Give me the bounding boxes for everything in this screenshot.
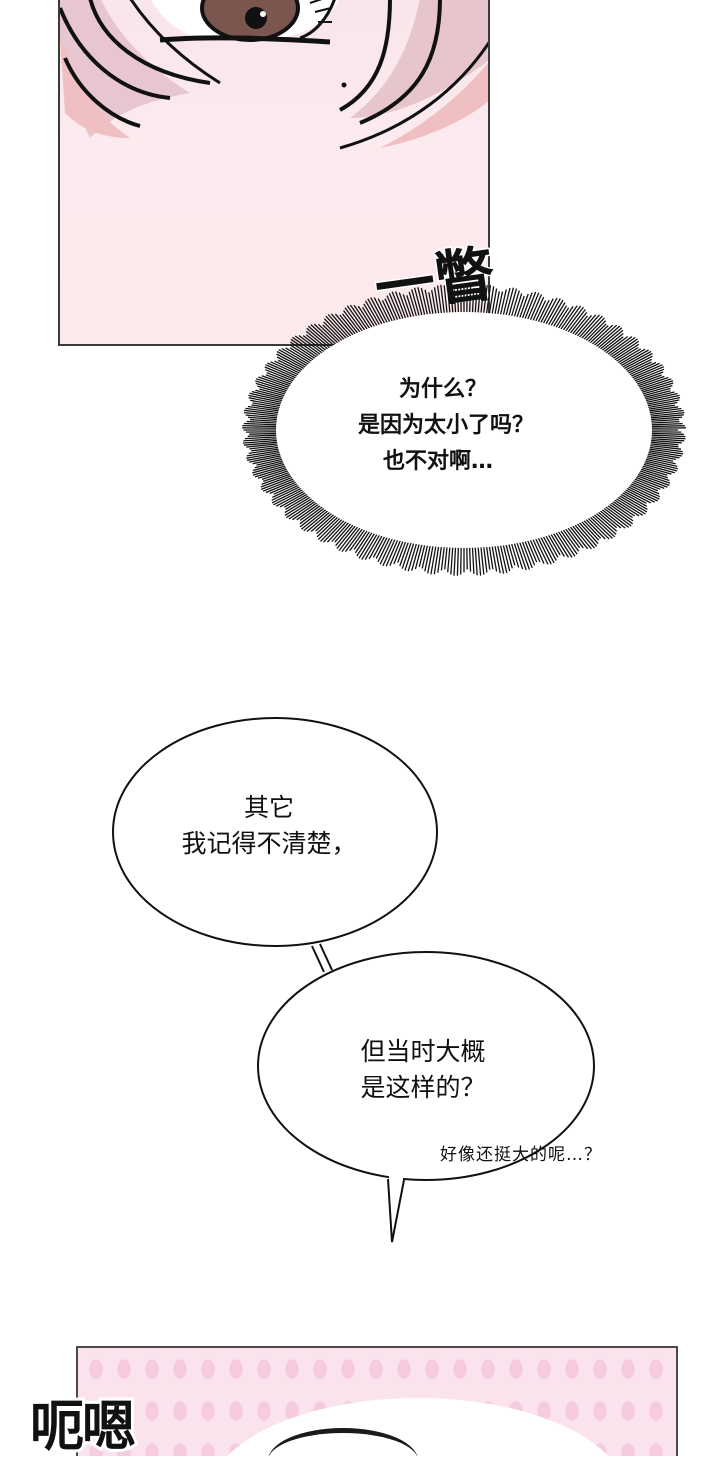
panel-eye-closeup [58,0,490,346]
speech-bubble-1 [112,717,438,947]
speech-bubble-2 [257,951,595,1243]
sfx-bottom: 呃嗯 [27,1395,139,1458]
eye-illustration [60,0,488,150]
speech-1-line-1: 其它 [243,793,294,822]
thought-bubble-burst [242,284,686,576]
aside-whisper-text: 好像还挺大的呢…？ [440,1145,602,1165]
speech-1-line-2: 我记得不清楚， [181,829,357,858]
thought-line-3: 也不对啊… [383,449,494,474]
speech-bubble-2-text: 但当时大概 是这样的？ [260,1034,586,1106]
speech-bubble-1-text: 其它 我记得不清楚， [111,790,427,862]
thought-line-2: 是因为太小了吗？ [358,413,535,438]
white-highlight-shape [208,1398,628,1456]
hair-outline [268,1428,418,1456]
speech-2-line-2: 是这样的？ [360,1073,486,1102]
bubble-connector [311,943,333,973]
thought-line-1: 为什么？ [399,377,488,402]
speech-2-line-1: 但当时大概 [360,1037,486,1066]
thought-bubble-text: 为什么？ 是因为太小了吗？ 也不对啊… [355,372,605,480]
